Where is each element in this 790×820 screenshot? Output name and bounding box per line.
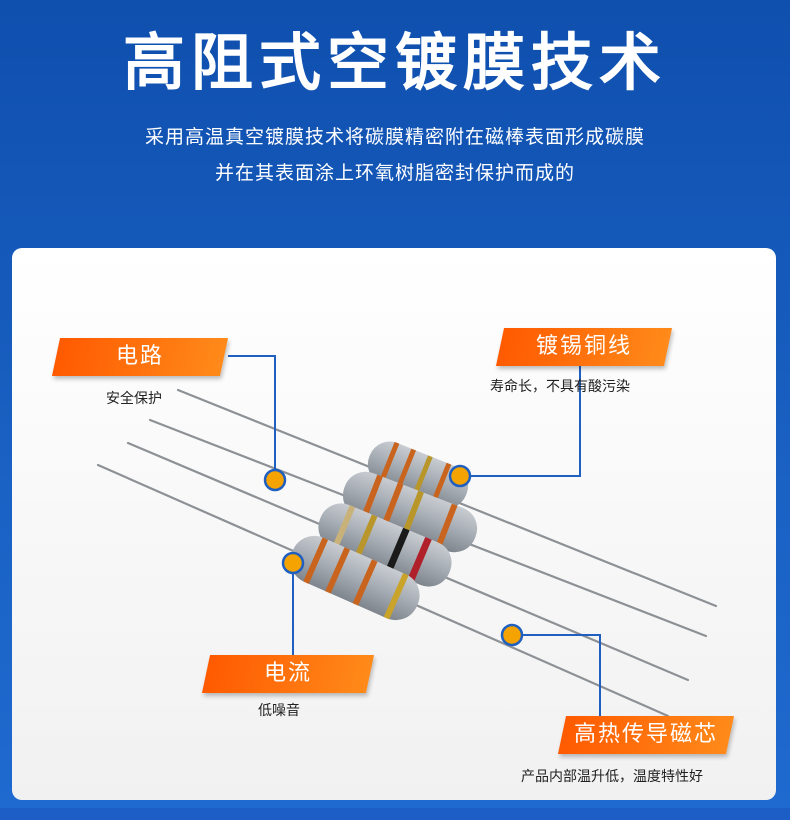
subtitle-line-1: 采用高温真空镀膜技术将碳膜精密附在磁棒表面形成碳膜 (144, 126, 645, 148)
tag-current: 电流 (201, 655, 375, 693)
subtitle-line-2: 并在其表面涂上环氧树脂密封保护而成的 (214, 162, 575, 184)
bottom-bar (0, 808, 790, 820)
tag-core-label: 高热传导磁芯 (573, 722, 718, 747)
page-title: 高阻式空镀膜技术 (122, 26, 667, 99)
resistor-body-1 (367, 441, 469, 509)
desc-circuit: 安全保护 (106, 391, 162, 407)
tag-copper-wire-label: 镀锡铜线 (535, 334, 632, 359)
leader-lines (228, 355, 601, 722)
resistor-body-3 (318, 503, 452, 587)
callout-markers (263, 464, 524, 647)
tag-circuit: 电路 (51, 338, 229, 376)
tag-core: 高热传导磁芯 (557, 716, 735, 754)
desc-core: 产品内部温升低，温度特性好 (521, 769, 703, 785)
desc-current: 低噪音 (258, 703, 300, 719)
tag-circuit-label: 电路 (115, 344, 164, 369)
tag-copper-wire: 镀锡铜线 (495, 328, 673, 366)
desc-copper-wire: 寿命长，不具有酸污染 (490, 379, 630, 395)
resistor-body-2 (342, 471, 478, 553)
resistor-body-4 (290, 535, 420, 621)
tag-current-label: 电流 (263, 661, 312, 686)
